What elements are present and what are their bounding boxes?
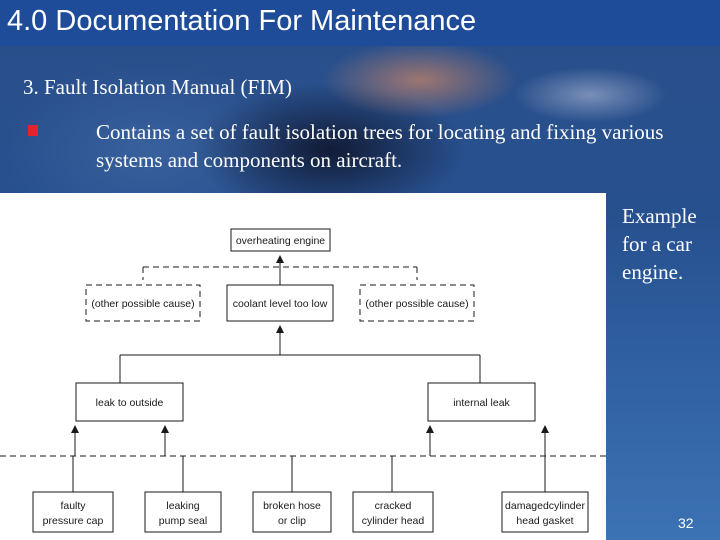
bullet-marker [28, 125, 38, 136]
leaf-label-line2: or clip [278, 515, 306, 527]
slide-title: 4.0 Documentation For Maintenance [7, 5, 477, 37]
node-other-cause-left: (other possible cause) [85, 284, 201, 322]
leaf-cracked-cylinder-head: cracked cylinder head [352, 491, 434, 533]
leaf-label-line1: faulty [60, 500, 86, 512]
leaf-label-line1: cracked [375, 500, 412, 512]
leaf-label-line2: cylinder head [362, 515, 425, 527]
leaf-label-line2: head gasket [516, 515, 573, 527]
node-label: (other possible cause) [365, 298, 468, 310]
node-internal-leak: internal leak [427, 382, 536, 422]
leaf-faulty-pressure-cap: faulty pressure cap [32, 491, 114, 533]
node-leak-to-outside: leak to outside [75, 382, 184, 422]
leaf-label-line2: pump seal [159, 515, 207, 527]
leaf-label-line1: leaking [166, 500, 199, 512]
node-other-cause-right: (other possible cause) [359, 284, 475, 322]
node-top-event: overheating engine [230, 228, 331, 252]
node-coolant-level: coolant level too low [226, 284, 334, 322]
page-number: 32 [678, 515, 694, 531]
example-note: Example for a car engine. [622, 204, 697, 284]
leaf-label-line1: broken hose [263, 500, 321, 512]
leaf-broken-hose: broken hose or clip [252, 491, 332, 533]
dashed-cause-connector [142, 266, 418, 280]
node-label: overheating engine [236, 235, 325, 247]
connector-leaves [72, 456, 546, 492]
leaf-label-line1: damagedcylinder [505, 500, 585, 512]
leaf-damaged-head-gasket: damagedcylinder head gasket [501, 491, 589, 533]
section-subheading: 3. Fault Isolation Manual (FIM) [23, 75, 292, 99]
title-bar: 4.0 Documentation For Maintenance [0, 0, 720, 46]
connector-level3 [119, 354, 481, 383]
node-label: coolant level too low [233, 298, 328, 310]
node-label: leak to outside [96, 397, 164, 409]
fault-tree-diagram: overheating engine (other possible cause… [0, 193, 606, 540]
leaf-label-line2: pressure cap [43, 515, 104, 527]
bullet-text: Contains a set of fault isolation trees … [96, 120, 664, 172]
node-label: (other possible cause) [91, 298, 194, 310]
node-label: internal leak [453, 397, 510, 409]
leaf-leaking-pump-seal: leaking pump seal [144, 491, 222, 533]
